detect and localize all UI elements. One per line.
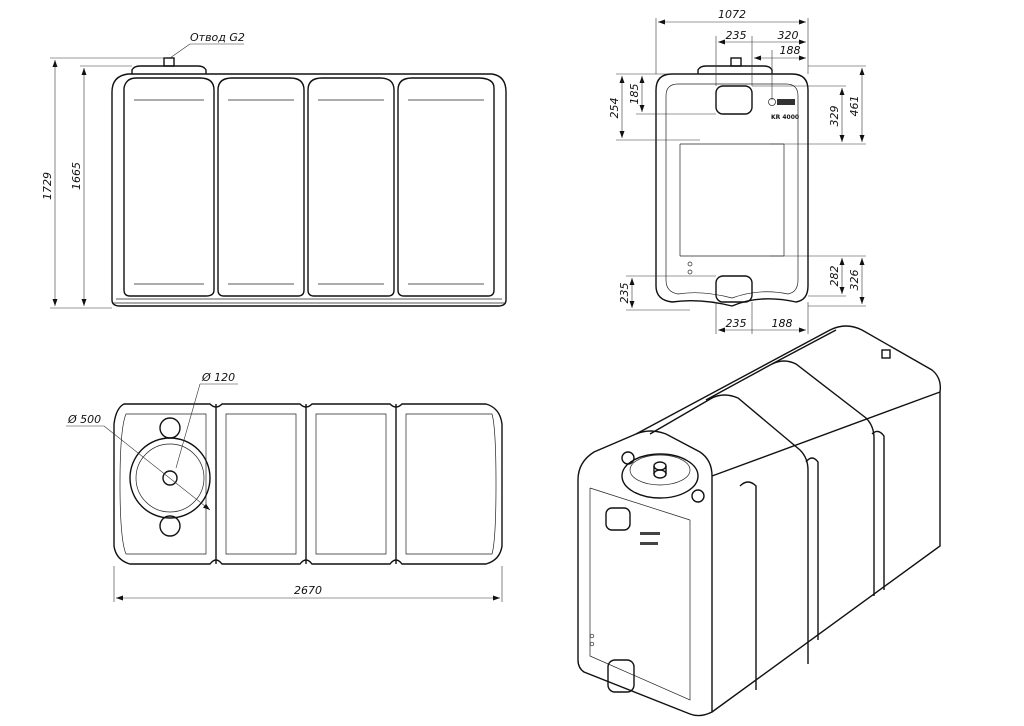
dim-282-right: 282 [828,266,841,287]
front-tank-body [111,73,507,307]
iso-port [691,489,705,503]
dim-254-left: 254 [608,98,621,119]
dim-461-right: 461 [848,96,861,117]
iso-lower-pocket [607,659,635,693]
logo-wordmark [777,99,795,105]
side-lid [697,57,773,74]
dim-320-top: 320 [778,29,799,42]
dim-329-right: 329 [828,106,841,127]
outlet-leader [169,43,191,59]
dim-235-top: 235 [726,29,747,42]
top-tank-body [113,403,503,565]
iso-upper-pocket [605,507,631,531]
dim-235-bottom-left: 235 [618,283,631,304]
side-tank-body [655,73,809,307]
dim-188-top: 188 [780,44,801,57]
side-view: KR 4000 1072 235 320 188 254 185 329 461 [608,8,866,334]
length-total-label: 2670 [294,584,322,597]
front-view: Отвод G2 1729 1665 [41,31,507,309]
dim-326-right: 326 [848,270,861,291]
width-total-label: 1072 [718,8,746,21]
iso-lid [621,453,699,499]
dim-235-bottom: 235 [726,317,747,330]
iso-plate [640,542,658,545]
iso-logo [640,532,660,535]
diameter-500-leader [103,425,211,511]
model-plate: KR 4000 [771,114,799,121]
isometric-view [577,325,942,717]
drain-hole [589,641,595,647]
front-lid [131,57,207,74]
height-body-label: 1665 [70,162,83,190]
upper-port [159,417,181,439]
side-upper-pocket [715,85,753,115]
diameter-120-leader [175,383,201,469]
diameter-120-label: Ø 120 [201,371,235,384]
side-lower-pocket [715,275,753,303]
iso-tank-body [577,325,942,717]
iso-port [621,451,635,465]
lower-port [159,515,181,537]
diameter-500-label: Ø 500 [67,413,101,426]
dim-185-left: 185 [628,84,641,105]
dim-188-bottom: 188 [772,317,793,330]
iso-outlet [881,349,891,359]
outlet-label: Отвод G2 [190,31,245,44]
drain-hole [687,269,693,275]
height-total-label: 1729 [41,172,54,200]
drain-hole [687,261,693,267]
drain-hole [589,633,595,639]
top-view: Ø 120 Ø 500 2670 [66,371,503,602]
